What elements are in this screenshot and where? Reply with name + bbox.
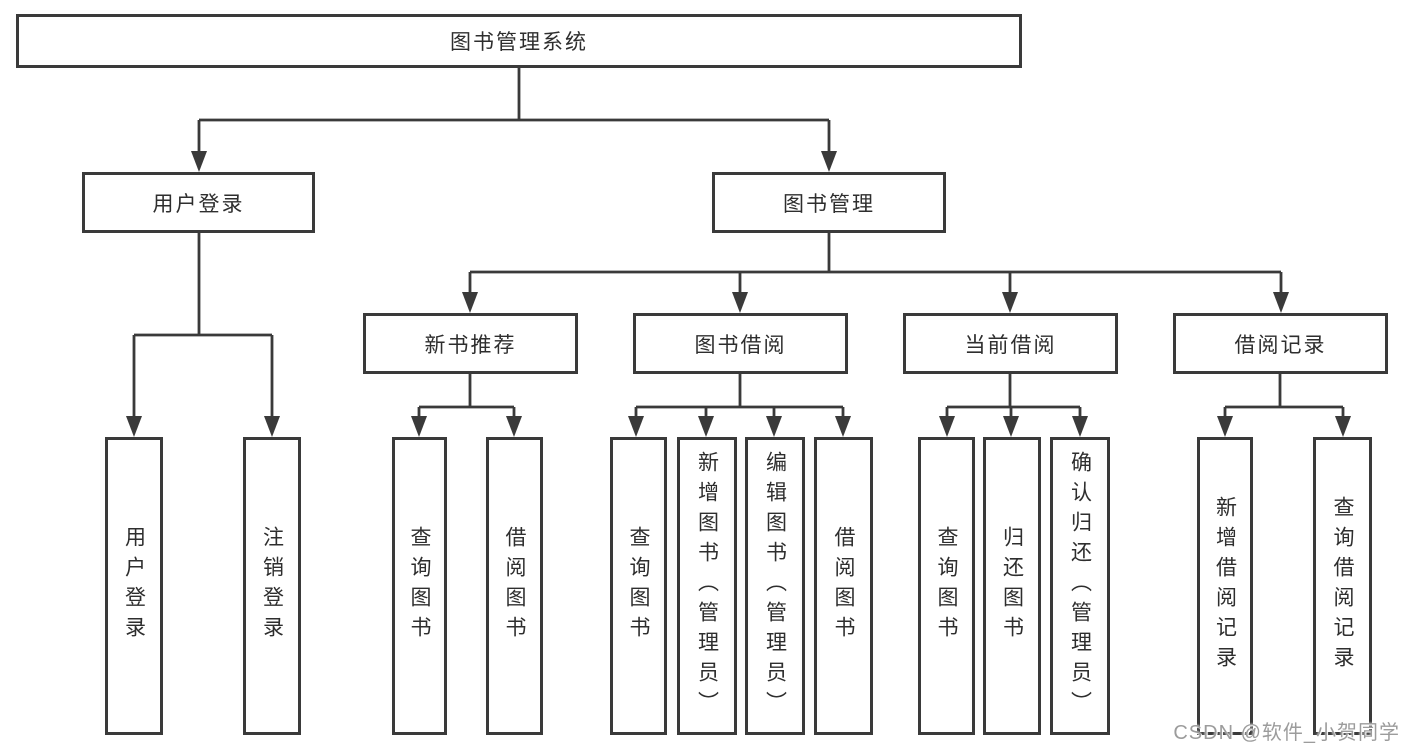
node-root-system: 图书管理系统 — [16, 14, 1022, 68]
node-borrow-records: 借阅记录 — [1173, 313, 1388, 374]
node-current-borrow: 当前借阅 — [903, 313, 1118, 374]
connector-root — [191, 68, 837, 172]
node-current-borrow-label: 当前借阅 — [964, 333, 1057, 357]
node-book-borrow: 图书借阅 — [633, 313, 848, 374]
leaf-current-confirm-return-admin: 确认归还（管理员） — [1050, 437, 1110, 735]
node-book-borrow-label: 图书借阅 — [694, 333, 787, 357]
leaf-current-query-book: 查询图书 — [918, 437, 975, 735]
leaf-records-query-record-label: 查询借阅记录 — [1331, 496, 1355, 676]
node-user-login-label: 用户登录 — [152, 192, 245, 216]
connector-user-login — [126, 233, 280, 437]
leaf-newbook-borrow-book-label: 借阅图书 — [503, 526, 527, 646]
leaf-current-return-book: 归还图书 — [983, 437, 1041, 735]
leaf-newbook-query-book-label: 查询图书 — [408, 526, 432, 646]
leaf-current-query-book-label: 查询图书 — [935, 526, 959, 646]
node-root-label: 图书管理系统 — [450, 31, 588, 54]
leaf-borrow-borrow-book-label: 借阅图书 — [832, 526, 856, 646]
node-book-management: 图书管理 — [712, 172, 946, 233]
node-user-login: 用户登录 — [82, 172, 315, 233]
leaf-user-login: 用户登录 — [105, 437, 163, 735]
leaf-borrow-query-book-label: 查询图书 — [627, 526, 651, 646]
leaf-newbook-query-book: 查询图书 — [392, 437, 447, 735]
connector-new-book-recommend — [411, 374, 522, 437]
connector-borrow-records — [1217, 374, 1351, 437]
node-new-book-recommend-label: 新书推荐 — [424, 333, 517, 357]
leaf-logout: 注销登录 — [243, 437, 301, 735]
leaf-current-confirm-return-admin-label: 确认归还（管理员） — [1068, 451, 1092, 721]
leaf-records-add-record-label: 新增借阅记录 — [1213, 496, 1237, 676]
leaf-records-add-record: 新增借阅记录 — [1197, 437, 1253, 735]
leaf-borrow-borrow-book: 借阅图书 — [814, 437, 873, 735]
leaf-records-query-record: 查询借阅记录 — [1313, 437, 1372, 735]
connector-book-management — [462, 233, 1289, 313]
leaf-borrow-edit-book-admin-label: 编辑图书（管理员） — [763, 451, 787, 721]
node-borrow-records-label: 借阅记录 — [1234, 333, 1327, 357]
connector-book-borrow — [628, 374, 851, 437]
leaf-borrow-add-book-admin-label: 新增图书（管理员） — [695, 451, 719, 721]
leaf-user-login-label: 用户登录 — [122, 526, 146, 646]
leaf-borrow-query-book: 查询图书 — [610, 437, 667, 735]
csdn-watermark: CSDN @软件_小贺同学 — [1173, 722, 1400, 744]
node-book-management-label: 图书管理 — [783, 192, 875, 216]
leaf-borrow-edit-book-admin: 编辑图书（管理员） — [745, 437, 805, 735]
leaf-borrow-add-book-admin: 新增图书（管理员） — [677, 437, 737, 735]
node-new-book-recommend: 新书推荐 — [363, 313, 578, 374]
leaf-current-return-book-label: 归还图书 — [1000, 526, 1024, 646]
leaf-newbook-borrow-book: 借阅图书 — [486, 437, 543, 735]
leaf-logout-label: 注销登录 — [260, 526, 284, 646]
connector-current-borrow — [939, 374, 1088, 437]
